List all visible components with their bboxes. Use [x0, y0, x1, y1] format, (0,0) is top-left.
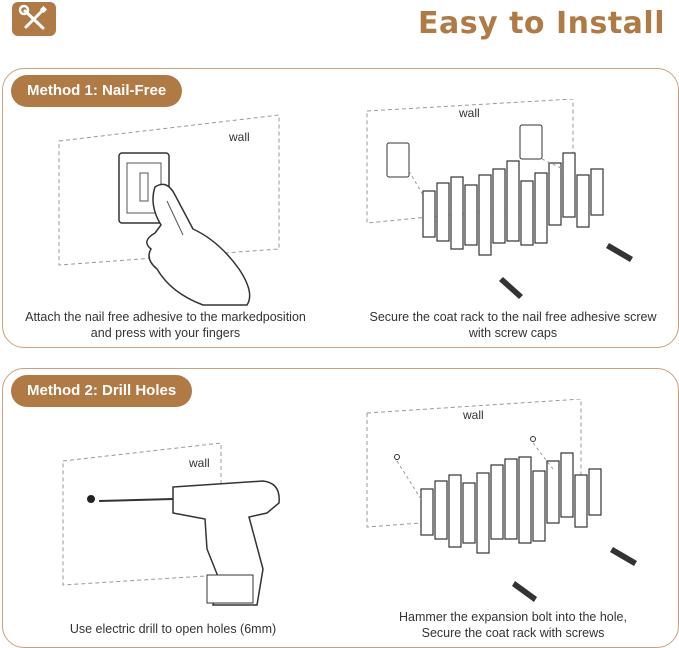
tools-logo: [12, 2, 56, 36]
wall-label: wall: [462, 408, 484, 422]
method1-step2-illustration: wall: [366, 99, 633, 299]
drill-hole: [87, 495, 95, 503]
screwdriver-icon: [499, 277, 523, 299]
screwdriver-icon: [606, 243, 633, 262]
method2-step2-caption: Hammer the expansion bolt into the hole,…: [399, 610, 627, 640]
screwdriver-icon: [512, 581, 537, 602]
page-title: Easy to Install: [417, 6, 665, 41]
method1-badge: Method 1: Nail-Free: [11, 75, 183, 107]
wall-outline: [58, 114, 280, 266]
hole-right: [530, 436, 536, 442]
electric-drill-icon: [172, 480, 280, 606]
wall-label: wall: [188, 456, 210, 470]
method1-step2-caption: Secure the coat rack to the nail free ad…: [369, 310, 657, 340]
method2-step2-illustration: wall: [366, 399, 637, 602]
method1-step1-illustration: wall: [58, 114, 280, 306]
wall-label: wall: [458, 106, 480, 120]
coat-rack: [422, 152, 604, 256]
adhesive-pad-right: [519, 124, 543, 160]
screwdriver-icon: [610, 547, 637, 566]
wrench-screwdriver-icon: [18, 4, 48, 30]
wall-outline: [62, 442, 222, 586]
wall-outline: [366, 399, 582, 528]
drill-bit: [98, 498, 174, 502]
drill-battery: [206, 574, 254, 604]
coat-rack: [420, 452, 602, 554]
method2-step1-illustration: wall: [62, 442, 280, 606]
method1-step1-caption: Attach the nail free adhesive to the mar…: [25, 310, 306, 340]
hole-left: [394, 454, 400, 460]
method1-panel: Method 1: Nail-Free wall Attach the nail…: [2, 68, 679, 348]
method2-badge: Method 2: Drill Holes: [11, 375, 193, 407]
method2-panel: Method 2: Drill Holes wall Use electric …: [2, 368, 679, 648]
method2-step1-caption: Use electric drill to open holes (6mm): [69, 622, 277, 636]
adhesive-pad-left: [386, 142, 410, 178]
wall-label: wall: [228, 130, 250, 144]
hand-icon: [146, 183, 251, 306]
